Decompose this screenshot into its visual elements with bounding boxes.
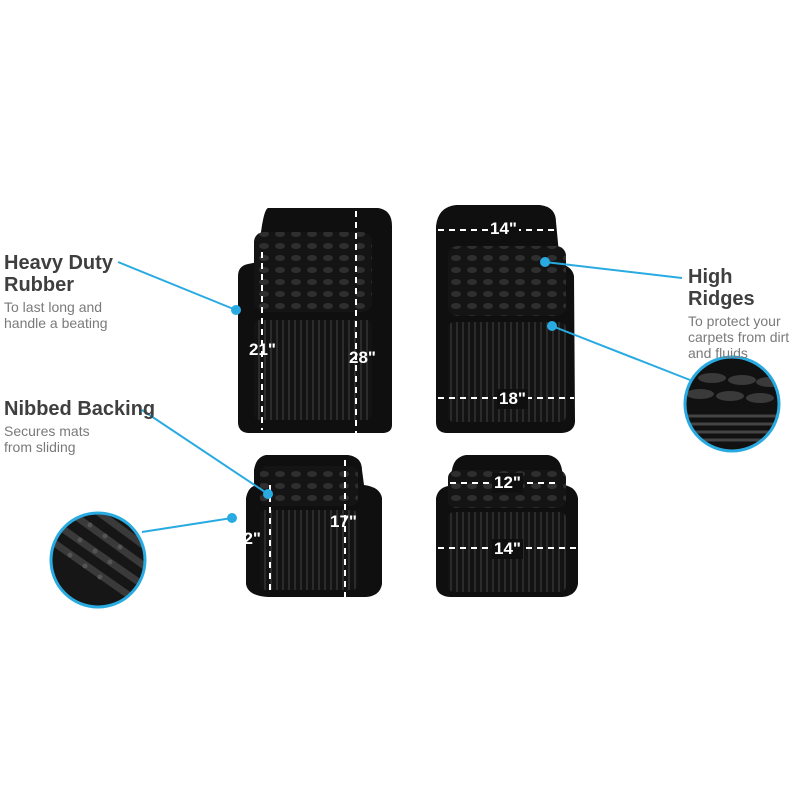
heavy-duty-desc-line1: To last long and [4,299,103,315]
heavy-duty-title-line2: Rubber [4,274,74,296]
nibbed-backing-desc-line2: from sliding [4,439,76,455]
nibbed-backing-callout: Nibbed Backing Secures mats from sliding [4,398,155,455]
high-ridges-desc-line3: and fluids [688,345,748,361]
front-left-width-label: 21" [249,340,276,359]
rear-left-height-label: 17" [330,512,357,531]
rear-right-bottom-label: 14" [492,539,523,559]
callout-leaders [117,257,691,533]
rear-right-mat [436,455,578,597]
high-ridges-desc-line2: carpets from dirt [688,329,790,345]
high-ridges-callout: High Ridges To protect your carpets from… [688,266,800,361]
nibs-zoom-circle [49,511,147,609]
high-ridges-title: High Ridges [688,266,755,310]
front-left-height-label: 28" [349,348,376,367]
rear-right-top-label: 12" [492,473,523,493]
heavy-duty-title-line1: Heavy Duty [4,252,113,274]
front-left-mat [238,200,392,440]
rear-left-mat [246,455,382,598]
nibbed-backing-title: Nibbed Backing [4,398,156,420]
ridges-zoom-circle [683,355,781,453]
heavy-duty-rubber-callout: Heavy Duty Rubber To last long and handl… [4,252,113,331]
high-ridges-desc-line1: To protect your [688,313,781,329]
front-right-top-label: 14" [488,219,519,239]
heavy-duty-desc-line2: handle a beating [4,315,108,331]
rear-left-width-label: 12" [234,529,261,548]
front-right-bottom-label: 18" [497,389,528,409]
nibbed-backing-desc-line1: Secures mats [4,423,90,439]
